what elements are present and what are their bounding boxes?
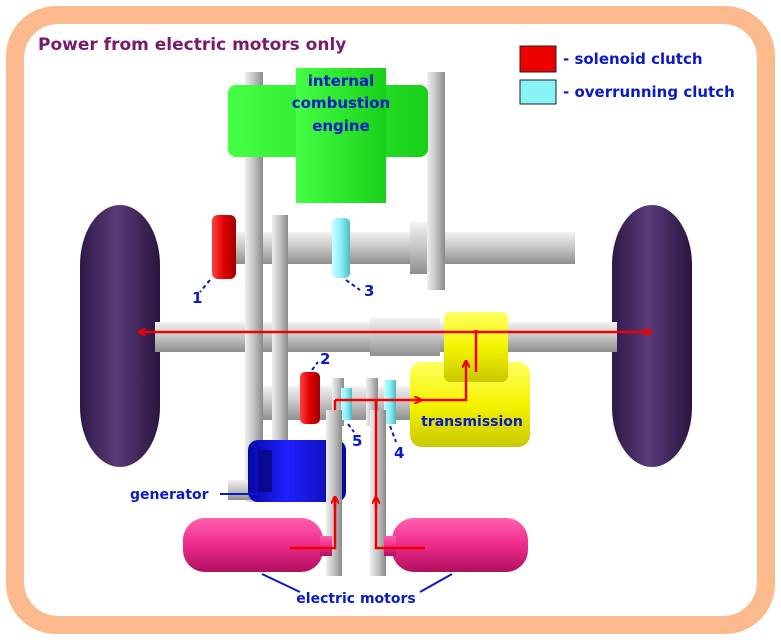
generator-body bbox=[248, 440, 346, 502]
right-drive-plate bbox=[427, 72, 445, 290]
right-motor-shaft bbox=[370, 410, 386, 576]
generator-end bbox=[258, 450, 272, 492]
transmission-housing bbox=[410, 362, 530, 447]
clutch-1-leader bbox=[199, 279, 211, 293]
transmission-label: transmission bbox=[421, 414, 523, 430]
flow-left-motor-up bbox=[290, 498, 337, 550]
clutch-2-leader bbox=[311, 361, 319, 371]
clutch-number-3: 3 bbox=[364, 282, 374, 300]
flow-transmission-up bbox=[420, 362, 466, 402]
overrunning-clutch-5 bbox=[341, 388, 352, 420]
engine-label-line2: combustion bbox=[292, 94, 390, 112]
right-electric-motor bbox=[392, 518, 528, 572]
solenoid-clutch-1 bbox=[212, 215, 236, 279]
inner-drive-plate bbox=[272, 215, 288, 455]
motors-leader-right bbox=[419, 573, 453, 593]
left-wheel bbox=[80, 205, 160, 467]
engine-label-line1: internal bbox=[308, 72, 375, 90]
clutch-number-5: 5 bbox=[352, 432, 362, 450]
clutch-5-leader bbox=[347, 423, 355, 433]
right-wheel bbox=[612, 205, 692, 467]
legend-swatch-overrunning bbox=[519, 79, 557, 105]
engine-label-line3: engine bbox=[312, 117, 370, 135]
legend-label-solenoid: - solenoid clutch bbox=[563, 50, 703, 68]
clutch-number-1: 1 bbox=[192, 289, 202, 307]
clutch-3-leader bbox=[345, 279, 361, 291]
electric-motors-label: electric motors bbox=[296, 591, 415, 607]
diagram-title: Power from electric motors only bbox=[38, 35, 346, 55]
overrunning-clutch-3 bbox=[332, 218, 350, 278]
engine-block bbox=[296, 68, 386, 203]
overrunning-clutch-4 bbox=[384, 380, 396, 424]
right-motor-flange bbox=[384, 536, 396, 556]
power-flow-path bbox=[140, 330, 650, 550]
left-electric-motor bbox=[183, 518, 323, 572]
clutch-number-2: 2 bbox=[320, 350, 330, 368]
left-motor-flange bbox=[320, 536, 332, 556]
clutch-number-4: 4 bbox=[394, 444, 404, 462]
generator-label: generator bbox=[130, 487, 209, 503]
flow-right-motor-up bbox=[374, 498, 425, 550]
motors-leader-left bbox=[261, 573, 301, 593]
clutch-4-leader bbox=[389, 425, 397, 443]
left-drive-plate bbox=[245, 72, 263, 502]
legend-swatch-solenoid bbox=[519, 45, 557, 73]
axle-hub bbox=[370, 318, 440, 356]
legend-label-overrunning: - overrunning clutch bbox=[563, 83, 735, 101]
solenoid-clutch-2 bbox=[300, 372, 320, 424]
left-motor-shaft bbox=[326, 410, 342, 576]
